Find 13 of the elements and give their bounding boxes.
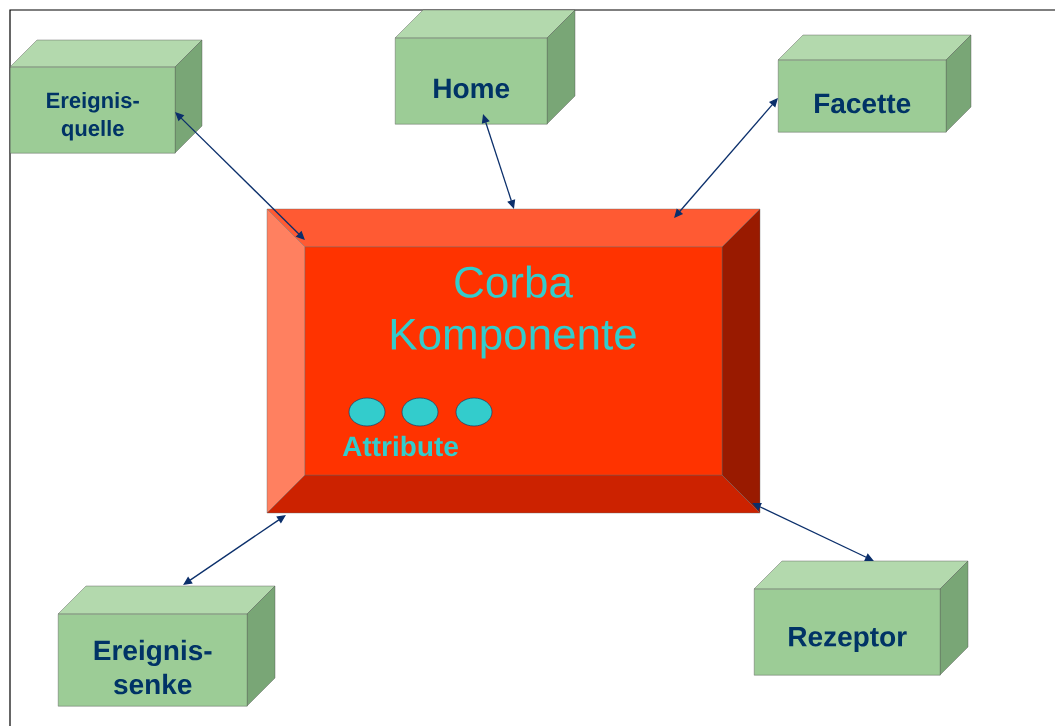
arrow: [752, 503, 874, 561]
component-port-box: Rezeptor: [753, 560, 969, 676]
component-port-box: Ereignis- quelle: [9, 39, 203, 154]
arrow: [175, 112, 305, 240]
attribute-label: Attribute: [342, 435, 458, 457]
arrow: [481, 114, 516, 209]
arrow: [674, 98, 778, 218]
component-port-box: Facette: [777, 34, 972, 133]
component-port-box: Home: [394, 9, 576, 125]
arrow: [183, 515, 286, 585]
component-port-box: Ereignis- senke: [57, 585, 276, 707]
component-title: Corba Komponente: [391, 265, 636, 359]
component-box: [266, 208, 761, 514]
